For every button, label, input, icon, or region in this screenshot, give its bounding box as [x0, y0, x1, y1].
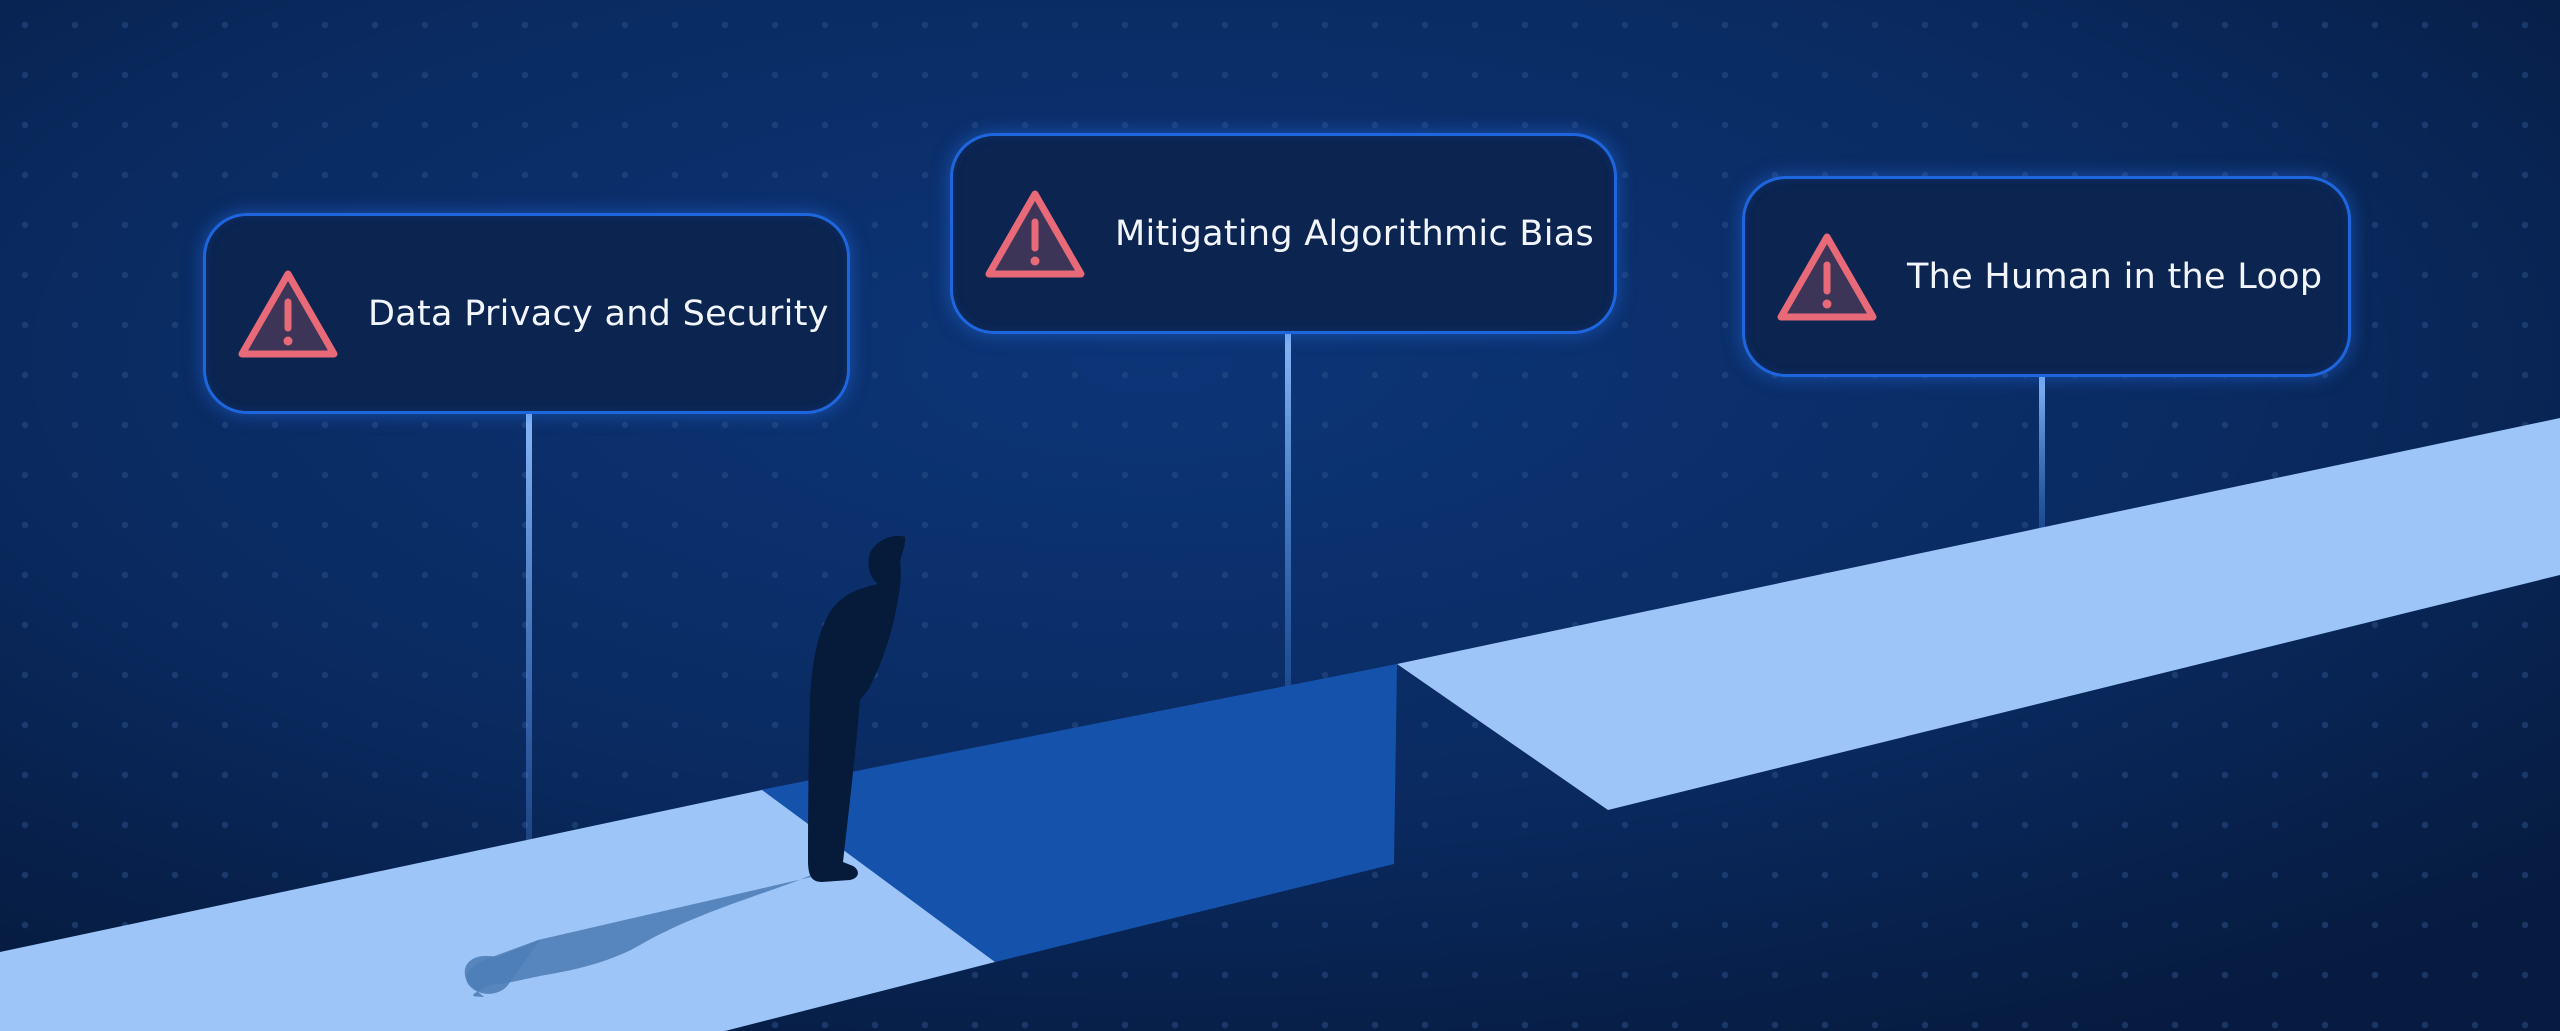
sign-pole-3 — [2039, 375, 2045, 530]
warning-icon — [238, 270, 338, 357]
warning-sign-algorithmic-bias: Mitigating Algorithmic Bias — [950, 133, 1617, 334]
warning-icon — [1777, 233, 1877, 320]
sign-label: The Human in the Loop — [1907, 256, 2323, 297]
person-shadow-head — [464, 940, 540, 994]
person-arm — [819, 605, 848, 705]
person-shadow — [466, 872, 820, 997]
path-segment-left — [0, 790, 995, 1031]
warning-sign-human-in-loop: The Human in the Loop — [1742, 176, 2351, 377]
path-segment-right — [1397, 418, 2560, 810]
sign-pole-2 — [1285, 332, 1291, 690]
sign-pole-1 — [526, 412, 532, 840]
sign-label: Mitigating Algorithmic Bias — [1115, 213, 1595, 254]
sign-label: Data Privacy and Security — [368, 293, 829, 334]
gap-chasm — [760, 664, 1397, 962]
warning-icon — [985, 190, 1085, 277]
warning-sign-data-privacy: Data Privacy and Security — [203, 213, 850, 414]
